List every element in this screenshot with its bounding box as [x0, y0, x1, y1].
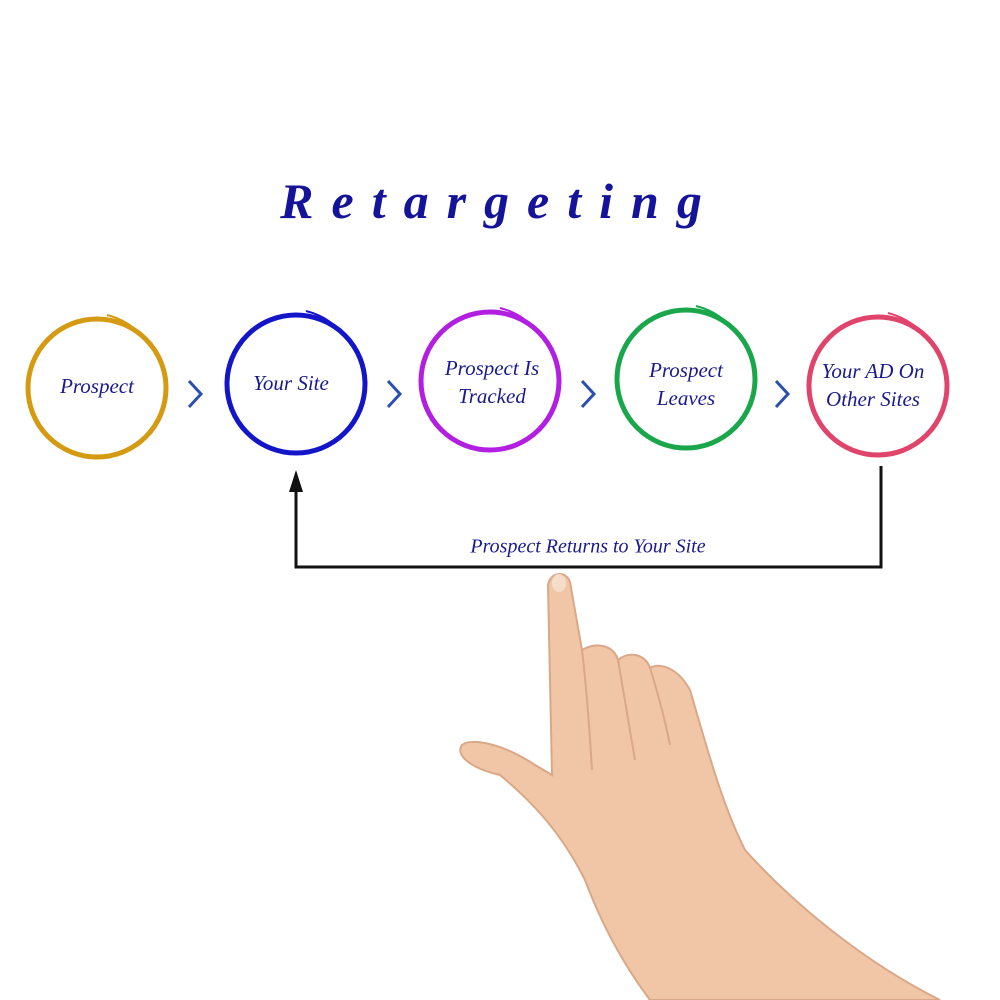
- step-circle: [418, 309, 562, 453]
- return-label: Prospect Returns to Your Site: [470, 535, 706, 558]
- return-arrow-line: [294, 466, 883, 569]
- step-your-site-label: Your Site: [253, 371, 329, 395]
- step-prospect-label: Prospect: [60, 374, 134, 398]
- diagram-title: Retargeting: [280, 173, 720, 229]
- chevron-right-icon: [386, 379, 403, 409]
- step-circle-brush-tail: [695, 305, 739, 336]
- pointing-hand: [459, 573, 941, 1000]
- chevron-right-icon: [580, 379, 597, 409]
- chevron-right-icon: [774, 379, 791, 409]
- step-circle-brush-tail: [106, 314, 150, 345]
- step-leaves-label: Prospect Leaves: [649, 358, 723, 410]
- step-your-ad-label: Your AD On Other Sites: [821, 359, 925, 411]
- step-circle: [806, 314, 950, 458]
- step-circle-brush-tail: [305, 310, 349, 341]
- step-circle: [224, 312, 368, 456]
- return-arrow-head: [289, 470, 303, 492]
- chevron-right-icon: [187, 379, 204, 409]
- step-tracked-label: Prospect Is Tracked: [444, 356, 540, 408]
- step-circle-brush-tail: [499, 307, 543, 338]
- step-circle: [25, 316, 169, 460]
- step-circle: [614, 307, 758, 451]
- step-circle-brush-tail: [887, 312, 931, 343]
